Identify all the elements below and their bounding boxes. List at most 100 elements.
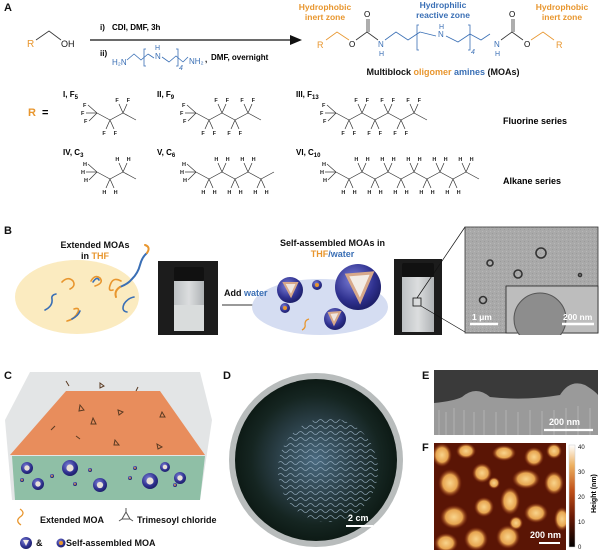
atom-label: F (83, 103, 87, 109)
product-name: Multiblock oligomer amines (MOAs) (366, 67, 519, 77)
atom-label: F (183, 119, 187, 125)
atom-label: H (265, 190, 269, 196)
extended-moa-icon (17, 508, 24, 526)
svg-text:H: H (439, 24, 444, 31)
scale-200nm-b: 200 nm (563, 312, 593, 322)
afm-domain (524, 503, 548, 523)
panel-a-scheme: R OH i) CDI, DMF, 3h ii) H₂N N H 4 NH₂ ,… (27, 0, 588, 196)
atom-label: H (226, 157, 230, 163)
cbar-tick-0: 0 (578, 545, 582, 550)
atom-label: H (379, 190, 383, 196)
svg-text:N: N (438, 30, 444, 39)
atom-label: F (320, 111, 324, 117)
afm-colorbar: 40 30 20 10 0 Height (nm) (568, 444, 598, 550)
panel-e-sem: 200 nm (434, 370, 598, 435)
colorbar-label: Height (nm) (591, 474, 598, 513)
afm-domain (544, 471, 564, 495)
atom-label: H (432, 157, 436, 163)
svg-text:=: = (42, 107, 48, 119)
afm-domain (496, 525, 520, 549)
zone-mid-2: reactive zone (416, 10, 470, 20)
atom-label: F (323, 119, 327, 125)
afm-domain (438, 469, 462, 497)
cbar-tick-10: 10 (578, 520, 585, 526)
atom-label: F (214, 98, 218, 104)
afm-domain (500, 487, 520, 515)
atom-label: H (201, 190, 205, 196)
atom-label: F (227, 131, 231, 137)
atom-label: H (393, 190, 397, 196)
polyamine-reagent: H₂N N H 4 NH₂ (112, 45, 204, 72)
atom-label: F (114, 131, 118, 137)
zone-mid-1: Hydrophilic (420, 0, 467, 10)
atom-label: H (320, 170, 324, 176)
svg-text:H: H (379, 51, 384, 58)
atom-label: F (81, 111, 85, 117)
panel-c-label: C (4, 370, 12, 382)
panel-c-illustration (5, 372, 212, 500)
panel-f-label: F (422, 442, 429, 454)
series-III: III, F13 (296, 90, 319, 101)
self-assembled-caption: Self-assembled MOAs in THF/water (279, 238, 386, 259)
svg-text:O: O (524, 40, 530, 49)
atom-label: H (253, 190, 257, 196)
zone-left-2: inert zone (305, 12, 345, 22)
panel-d-label: D (223, 370, 231, 382)
aqueous-phase (12, 456, 205, 500)
atom-label: H (183, 178, 187, 184)
atom-label: F (406, 98, 410, 104)
atom-label: H (115, 157, 119, 163)
vial-cap (174, 267, 204, 281)
afm-domain (509, 516, 523, 530)
step1-conditions: CDI, DMF, 3h (112, 23, 161, 32)
atom-label: H (445, 190, 449, 196)
atom-label: F (226, 98, 230, 104)
svg-text:R: R (556, 40, 563, 50)
legend-extended-moa: Extended MOA (40, 515, 105, 525)
atom-label: H (252, 157, 256, 163)
atom-label: F (127, 98, 131, 104)
series-II: II, F9 (157, 90, 175, 101)
panel-f-afm: 200 nm (434, 443, 566, 550)
atom-label: H (354, 157, 358, 163)
atom-label: H (83, 162, 87, 168)
arrow-head-icon (290, 35, 302, 45)
svg-text:4: 4 (471, 49, 475, 56)
atom-label: H (392, 157, 396, 163)
atom-label: H (214, 157, 218, 163)
atom-label: F (353, 131, 357, 137)
atom-label: F (354, 98, 358, 104)
reactant-oh: OH (61, 39, 75, 49)
thf-solution-ellipse (15, 260, 139, 334)
fluorine-series-label: Fluorine series (503, 116, 567, 126)
afm-domain (512, 469, 540, 489)
legend-self-assembled-moa: Self-assembled MOA (66, 538, 156, 548)
cbar-tick-30: 30 (578, 470, 585, 476)
atom-label: H (406, 157, 410, 163)
svg-text:O: O (364, 10, 370, 19)
afm-domain (546, 443, 562, 459)
extended-moa-chains (44, 244, 150, 322)
atom-label: H (240, 157, 244, 163)
atom-label: H (102, 190, 106, 196)
zone-right-2: inert zone (542, 12, 582, 22)
svg-text:O: O (509, 10, 515, 19)
atom-label: H (457, 190, 461, 196)
chain-backbone (195, 171, 275, 180)
atom-label: F (84, 119, 88, 125)
alkyl-chain-structures (86, 103, 480, 189)
atom-label: F (102, 131, 106, 137)
atom-label: F (392, 98, 396, 104)
svg-text:N: N (155, 52, 161, 61)
legend-ampersand: & (36, 538, 43, 548)
atom-label: F (201, 131, 205, 137)
trimesoyl-molecules (50, 380, 166, 450)
atom-label: H (418, 157, 422, 163)
afm-domain (434, 443, 452, 467)
afm-domain (434, 533, 458, 550)
svg-text:H: H (155, 45, 160, 52)
zone-left-1: Hydrophobic (299, 2, 352, 12)
svg-text:N: N (378, 40, 384, 49)
atom-label: F (405, 131, 409, 137)
self-assembled-vesicles (277, 264, 381, 331)
